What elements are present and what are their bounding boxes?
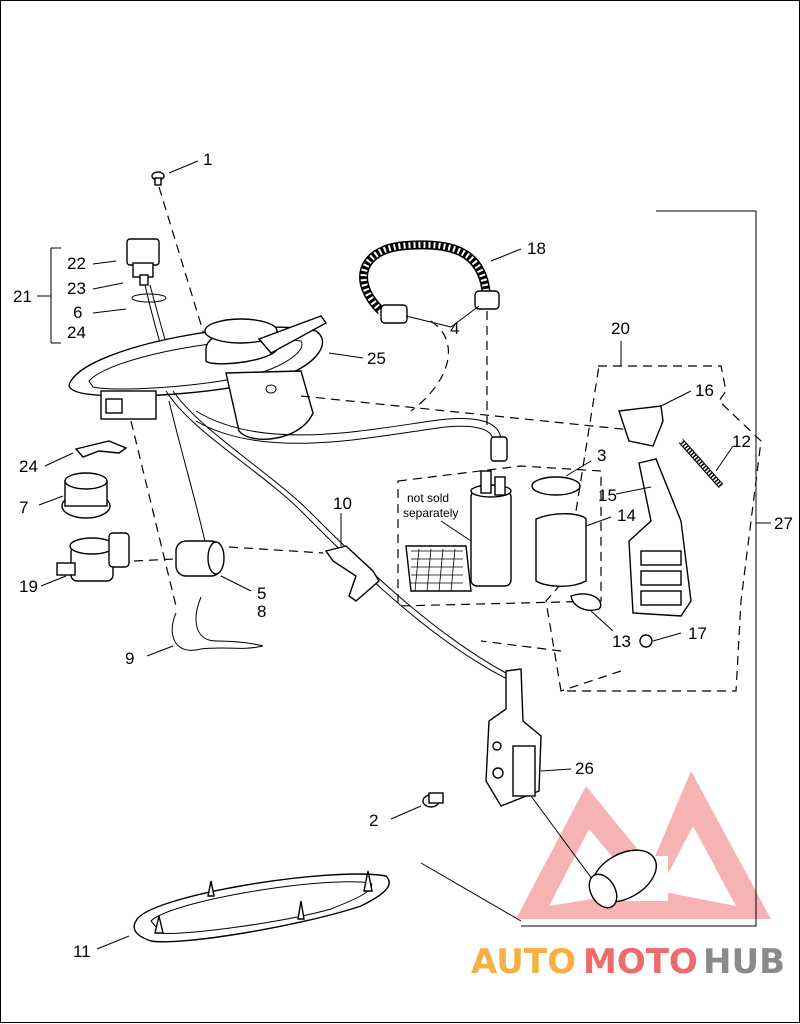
callout-26: 26 <box>575 759 594 778</box>
callout-11: 11 <box>73 942 91 961</box>
leader-lines <box>38 160 734 950</box>
screw-part-2 <box>422 792 444 808</box>
fuel-hose-part-18 <box>360 241 489 314</box>
wire <box>172 390 522 682</box>
assembly-line <box>130 420 177 607</box>
watermark-moto: MOTO <box>583 942 698 982</box>
gasket-part-11 <box>133 870 390 943</box>
callout-1: 1 <box>203 150 212 169</box>
callout-22: 22 <box>67 254 86 273</box>
wire <box>195 420 494 444</box>
pressure-regulator-part-7 <box>61 472 111 519</box>
fuel-pump <box>405 436 512 592</box>
bracket-part-10 <box>324 545 380 602</box>
callout-labels: 1 22 23 6 24 21 25 18 4 20 16 12 3 15 14… <box>13 150 793 961</box>
callout-9: 9 <box>125 649 134 668</box>
callout-14: 14 <box>617 506 636 525</box>
float <box>588 849 657 909</box>
bracket-21 <box>37 247 61 344</box>
callout-3: 3 <box>597 446 606 465</box>
callout-10: 10 <box>333 494 352 513</box>
note-line-1: not sold <box>407 491 449 505</box>
fuel-level-sender-part-26 <box>485 668 542 807</box>
assembly-line <box>410 320 449 412</box>
seal-part-8 <box>195 596 264 647</box>
callout-24b: 24 <box>19 457 38 476</box>
spring-part-12 <box>678 439 724 488</box>
watermark-text: AUTO MOTO HUB <box>471 942 785 982</box>
callout-8: 8 <box>257 602 266 621</box>
watermark-hub: HUB <box>703 942 785 982</box>
screw-part-1 <box>151 171 165 186</box>
nut-part-17 <box>639 634 653 648</box>
not-sold-note: not sold separately <box>403 491 472 542</box>
bracket-27 <box>521 210 757 927</box>
hose-clamp-part-4 <box>380 290 500 324</box>
regulator-housing-part-19 <box>56 532 130 582</box>
callout-15: 15 <box>598 486 617 505</box>
callout-6: 6 <box>73 303 82 322</box>
callout-4: 4 <box>450 319 459 338</box>
callout-13: 13 <box>612 632 631 651</box>
callout-25: 25 <box>367 349 386 368</box>
callout-12: 12 <box>732 432 751 451</box>
note-line-2: separately <box>403 506 458 520</box>
wire <box>195 410 502 442</box>
watermark-auto: AUTO <box>471 942 576 982</box>
callout-19: 19 <box>19 577 38 596</box>
assembly-line <box>158 186 207 342</box>
leader-line <box>420 862 522 922</box>
assembly-line <box>228 546 324 554</box>
assembly-line <box>480 640 562 652</box>
clip-part-24 <box>74 440 128 458</box>
clip-part-13 <box>570 593 602 611</box>
wire <box>168 400 207 547</box>
fuel-filter-part-5 <box>175 540 225 577</box>
wire-connector-part-22 <box>126 238 160 286</box>
callout-17: 17 <box>688 624 707 643</box>
assembly-line <box>300 395 642 432</box>
mounting-flange-part-25 <box>68 315 328 440</box>
sender-bracket-part-16 <box>618 405 664 447</box>
float-rod <box>530 795 602 892</box>
callout-23: 23 <box>67 279 86 298</box>
clamp-part-3 <box>531 476 581 496</box>
assembly-line <box>560 670 622 692</box>
float-arm-part-15 <box>628 458 692 617</box>
assembly-line <box>133 558 175 562</box>
pump-boundary <box>397 465 602 607</box>
callout-24: 24 <box>67 323 86 342</box>
pump-sleeve-part-14 <box>535 513 587 587</box>
wire <box>165 390 512 682</box>
callout-20: 20 <box>611 319 630 338</box>
callout-21: 21 <box>13 287 32 306</box>
seal-part-9 <box>171 612 264 651</box>
callout-2: 2 <box>369 811 378 830</box>
watermark-logo <box>516 771 771 919</box>
callout-16: 16 <box>695 381 714 400</box>
callout-5: 5 <box>257 584 266 603</box>
callout-27: 27 <box>774 514 793 533</box>
callout-18: 18 <box>527 239 546 258</box>
callout-7: 7 <box>19 498 28 517</box>
